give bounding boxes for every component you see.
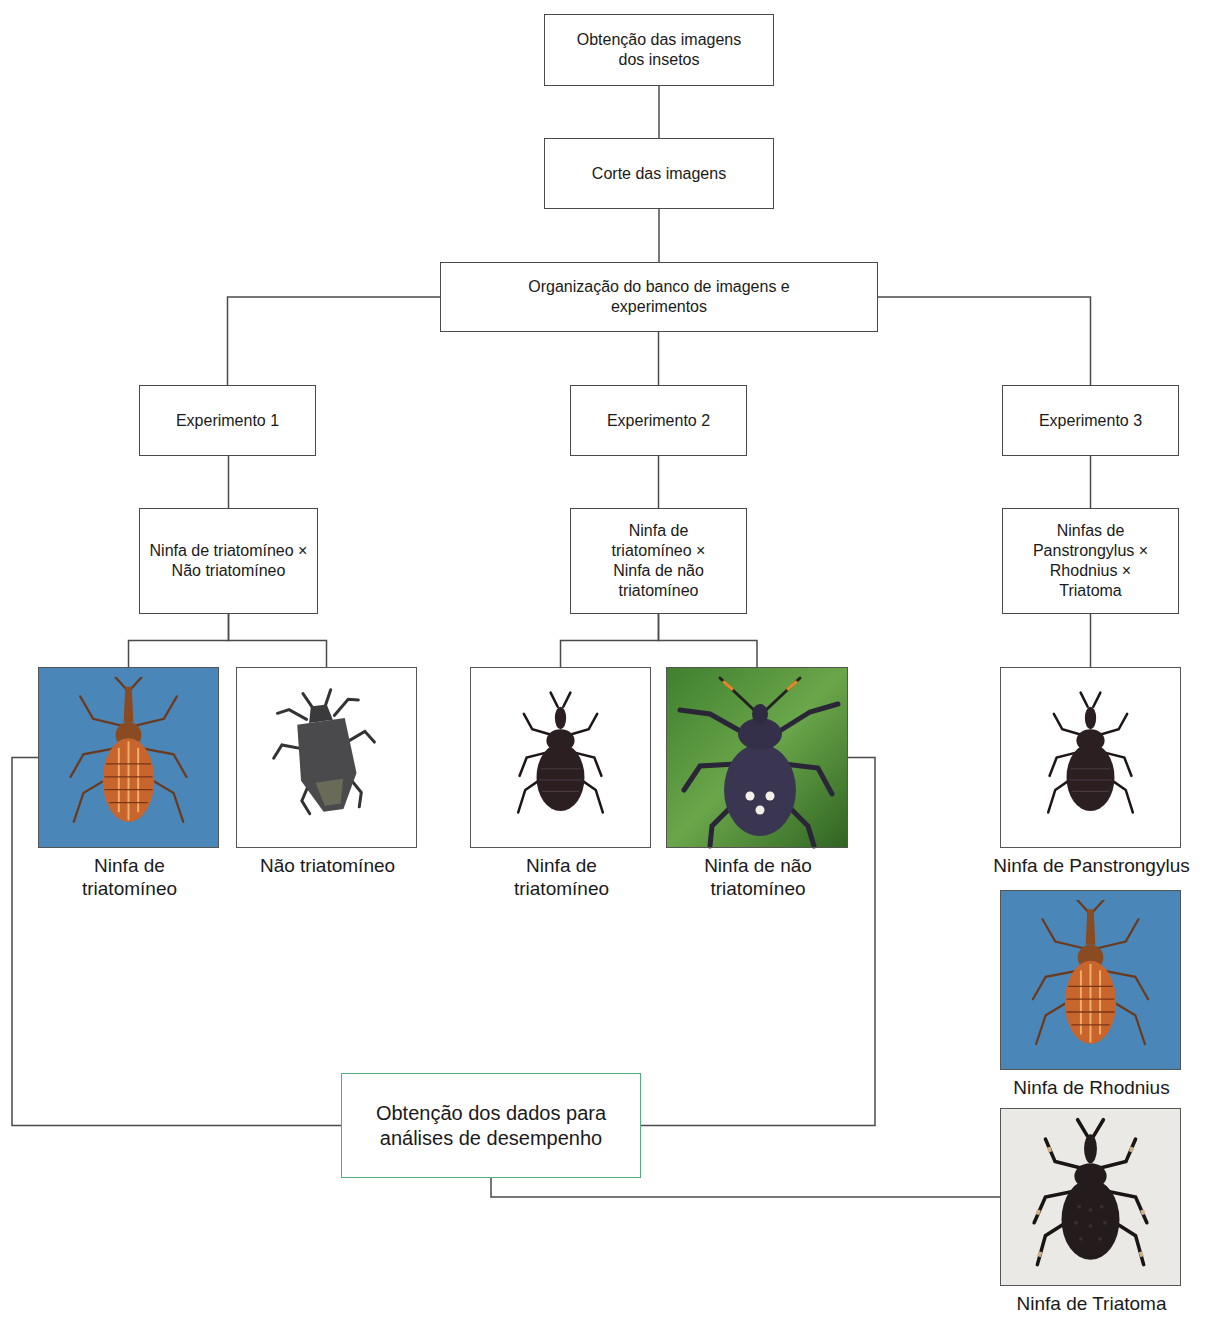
photo-frame: Ninfa de triatomíneo [470,667,651,848]
box-label: Ninfa de triatomíneo × Não triatomíneo [149,541,309,581]
photo-ground [1000,1108,1181,1286]
connector-line [1090,614,1092,667]
connector-line [229,614,327,667]
photo-ground [38,667,219,848]
insect-figure [1048,693,1133,813]
photo-caption: Ninfa de Rhodnius [1013,1077,1169,1100]
box-label: Experimento 2 [607,411,710,431]
process-box: Experimento 2 [570,385,747,456]
process-box: Experimento 3 [1002,385,1179,456]
process-box: Organização do banco de imagens e experi… [440,262,878,332]
photo-frame: Ninfa de Triatoma [1000,1108,1181,1286]
photo-caption: Ninfa de Triatoma [1017,1293,1167,1316]
box-label: Ninfas de Panstrongylus × Rhodnius × Tri… [1026,521,1156,601]
box-label: Obtenção das imagens dos insetos [569,30,749,70]
photo-frame: Ninfa de triatomíneo [38,667,219,848]
photo-caption: Ninfa de não triatomíneo [683,855,833,901]
insect-figure [680,678,838,846]
process-box: Experimento 1 [139,385,316,456]
connector-line [228,297,441,385]
process-box: Obtenção das imagens dos insetos [544,14,774,86]
photo-ground [1000,667,1181,848]
process-box: Corte das imagens [544,138,774,209]
photo-frame: Não triatomíneo [236,667,417,848]
box-label: Organização do banco de imagens e experi… [489,277,829,317]
connector-line [491,1178,1000,1197]
box-label: Obtenção dos dados para análises de dese… [351,1101,631,1151]
process-box: Ninfa de triatomíneo × Não triatomíneo [139,508,318,614]
photo-ground [470,667,651,848]
photo-ground [236,667,417,848]
connector-line [658,209,660,262]
connector-line [561,614,659,667]
connector-line [12,758,341,1126]
photo-caption: Ninfa de triatomíneo [65,855,195,901]
insect-figure [1033,897,1148,1044]
box-label: Experimento 3 [1039,411,1142,431]
connector-line [878,297,1091,385]
connector-line [658,86,660,138]
insect-figure [518,693,603,813]
box-label: Experimento 1 [176,411,279,431]
connector-line [641,758,875,1126]
connector-line [659,614,758,667]
box-label: Corte das imagens [592,164,726,184]
photo-frame: Ninfa de Panstrongylus [1000,667,1181,848]
photo-frame: Ninfa de Rhodnius [1000,890,1181,1070]
connector-line [1090,456,1092,508]
photo-ground [1000,890,1181,1070]
connector-line [228,456,230,508]
photo-caption: Não triatomíneo [260,855,395,878]
insect-figure [71,674,187,822]
connector-line [129,614,229,667]
photo-ground [666,667,848,848]
connector-line [658,456,660,508]
connector-line [658,332,660,385]
photo-caption: Ninfa de triatomíneo [497,855,627,901]
insect-figure [1034,1120,1147,1265]
photo-frame: Ninfa de não triatomíneo [666,667,848,848]
insect-figure [265,685,383,818]
process-box: Ninfa de triatomíneo × Ninfa de não tria… [570,508,747,614]
box-label: Ninfa de triatomíneo × Ninfa de não tria… [594,521,724,601]
photo-caption: Ninfa de Panstrongylus [993,855,1189,878]
process-box: Ninfas de Panstrongylus × Rhodnius × Tri… [1002,508,1179,614]
process-box: Obtenção dos dados para análises de dese… [341,1073,641,1178]
